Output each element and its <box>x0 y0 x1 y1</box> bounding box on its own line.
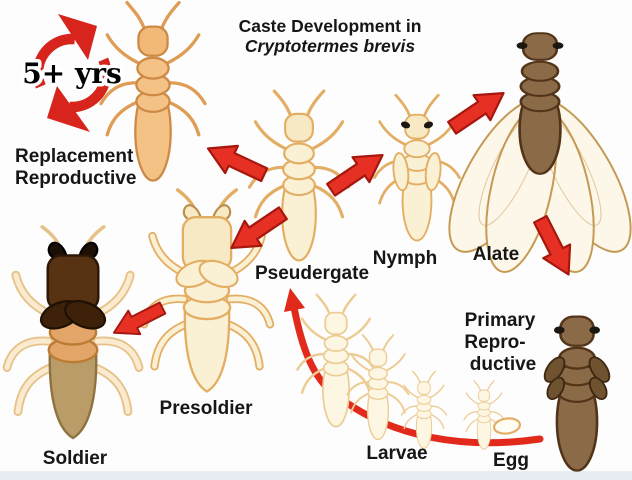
label-primary-line1: Primary <box>465 310 536 331</box>
primary-reproductive-illustration <box>518 292 632 471</box>
label-egg: Egg <box>493 450 529 471</box>
label-pseudergate: Pseudergate <box>255 263 369 284</box>
diagram-title-line1: Caste Development in <box>239 16 422 36</box>
label-nymph: Nymph <box>373 248 437 269</box>
nymph-wing-pad-left <box>392 152 410 192</box>
label-alate: Alate <box>473 244 519 265</box>
egg-illustration <box>492 417 522 435</box>
wing-stub <box>546 376 566 400</box>
cycle-label: 5+ yrs <box>22 57 121 90</box>
alate-illustration <box>448 11 632 273</box>
label-presoldier: Presoldier <box>160 398 254 419</box>
growth-curve-arrowhead <box>284 288 305 312</box>
primary-eye-right <box>589 326 601 334</box>
nymph-eye-left <box>400 121 411 129</box>
label-replacement-line1: Replacement <box>15 146 134 167</box>
wing-stub <box>543 356 566 383</box>
nymph-eye-right <box>423 121 434 129</box>
alate-body <box>480 11 600 174</box>
wing-stub <box>588 356 611 383</box>
nymph-wing-pad-right <box>424 152 442 192</box>
larva-2 <box>347 335 409 440</box>
five-year-cycle-icon: 5+ yrs <box>19 14 125 132</box>
presoldier-illustration <box>144 189 270 392</box>
wing-stub <box>588 376 608 400</box>
cycle-arrowhead-bottom <box>47 86 90 132</box>
cycle-arrowhead-top <box>58 14 97 60</box>
footer-strip <box>0 471 632 480</box>
arrow-pseudergate-to-replacement <box>200 133 272 190</box>
alate-eye-left <box>516 42 528 49</box>
label-soldier: Soldier <box>43 448 108 469</box>
label-larvae: Larvae <box>366 443 427 464</box>
label-primary-line2: Repro- <box>464 332 525 353</box>
primary-eye-left <box>553 326 565 334</box>
label-replacement-line2: Reproductive <box>15 168 136 189</box>
alate-eye-right <box>552 42 564 49</box>
label-primary-line3: ductive <box>470 354 537 375</box>
diagram-title-line2: Cryptotermes brevis <box>245 36 415 56</box>
nymph-illustration <box>374 95 460 241</box>
